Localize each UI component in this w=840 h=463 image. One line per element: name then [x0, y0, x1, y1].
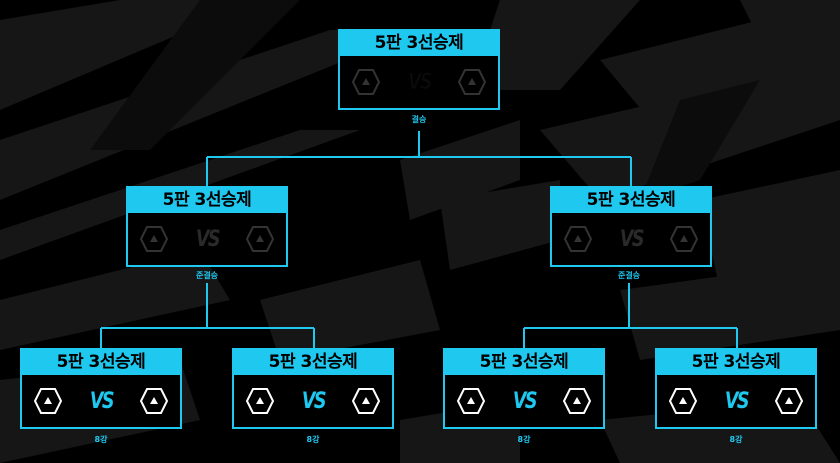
- match-body: VS: [22, 375, 180, 427]
- hexagon-icon: [140, 226, 169, 252]
- hexagon-icon: [34, 388, 63, 414]
- quarterfinal-match-card[interactable]: 5판 3선승제 VS: [655, 348, 817, 429]
- hexagon-icon: [669, 388, 698, 414]
- match-format-title: 5판 3선승제: [657, 350, 815, 375]
- quarterfinal-match-card[interactable]: 5판 3선승제 VS: [232, 348, 394, 429]
- vs-label: VS: [619, 226, 644, 252]
- match-format-title: 5판 3선승제: [340, 31, 498, 56]
- match-body: VS: [445, 375, 603, 427]
- match-format-title: 5판 3선승제: [445, 350, 603, 375]
- match-format-title: 5판 3선승제: [128, 188, 286, 213]
- quarterfinal-match-card[interactable]: 5판 3선승제 VS: [443, 348, 605, 429]
- vs-label: VS: [195, 226, 220, 252]
- match-format-title: 5판 3선승제: [552, 188, 710, 213]
- hexagon-icon: [245, 226, 274, 252]
- quarterfinal-match-card[interactable]: 5판 3선승제 VS: [20, 348, 182, 429]
- semifinal-match-card[interactable]: 5판 3선승제 VS: [550, 186, 712, 267]
- round-label-quarterfinal: 8강: [306, 435, 320, 444]
- hexagon-icon: [774, 388, 803, 414]
- match-body: VS: [234, 375, 392, 427]
- vs-label: VS: [89, 388, 114, 414]
- hexagon-icon: [564, 226, 593, 252]
- hexagon-icon: [246, 388, 275, 414]
- final-match-card[interactable]: 5판 3선승제 VS: [338, 29, 500, 110]
- round-label-semifinal: 준결승: [617, 271, 641, 280]
- round-label-quarterfinal: 8강: [517, 435, 531, 444]
- round-label-quarterfinal: 8강: [94, 435, 108, 444]
- vs-label: VS: [301, 388, 326, 414]
- round-label-semifinal: 준결승: [195, 271, 219, 280]
- semifinal-match-card[interactable]: 5판 3선승제 VS: [126, 186, 288, 267]
- round-label-quarterfinal: 8강: [729, 435, 743, 444]
- match-body: VS: [657, 375, 815, 427]
- hexagon-icon: [457, 388, 486, 414]
- vs-label: VS: [512, 388, 537, 414]
- hexagon-icon: [139, 388, 168, 414]
- match-format-title: 5판 3선승제: [22, 350, 180, 375]
- round-label-final: 결승: [411, 115, 427, 124]
- match-body: VS: [340, 56, 498, 108]
- hexagon-icon: [351, 388, 380, 414]
- match-body: VS: [552, 213, 710, 265]
- hexagon-icon: [669, 226, 698, 252]
- hexagon-icon: [562, 388, 591, 414]
- vs-label: VS: [724, 388, 749, 414]
- vs-label: VS: [407, 69, 432, 95]
- match-format-title: 5판 3선승제: [234, 350, 392, 375]
- match-body: VS: [128, 213, 286, 265]
- hexagon-icon: [457, 69, 486, 95]
- hexagon-icon: [352, 69, 381, 95]
